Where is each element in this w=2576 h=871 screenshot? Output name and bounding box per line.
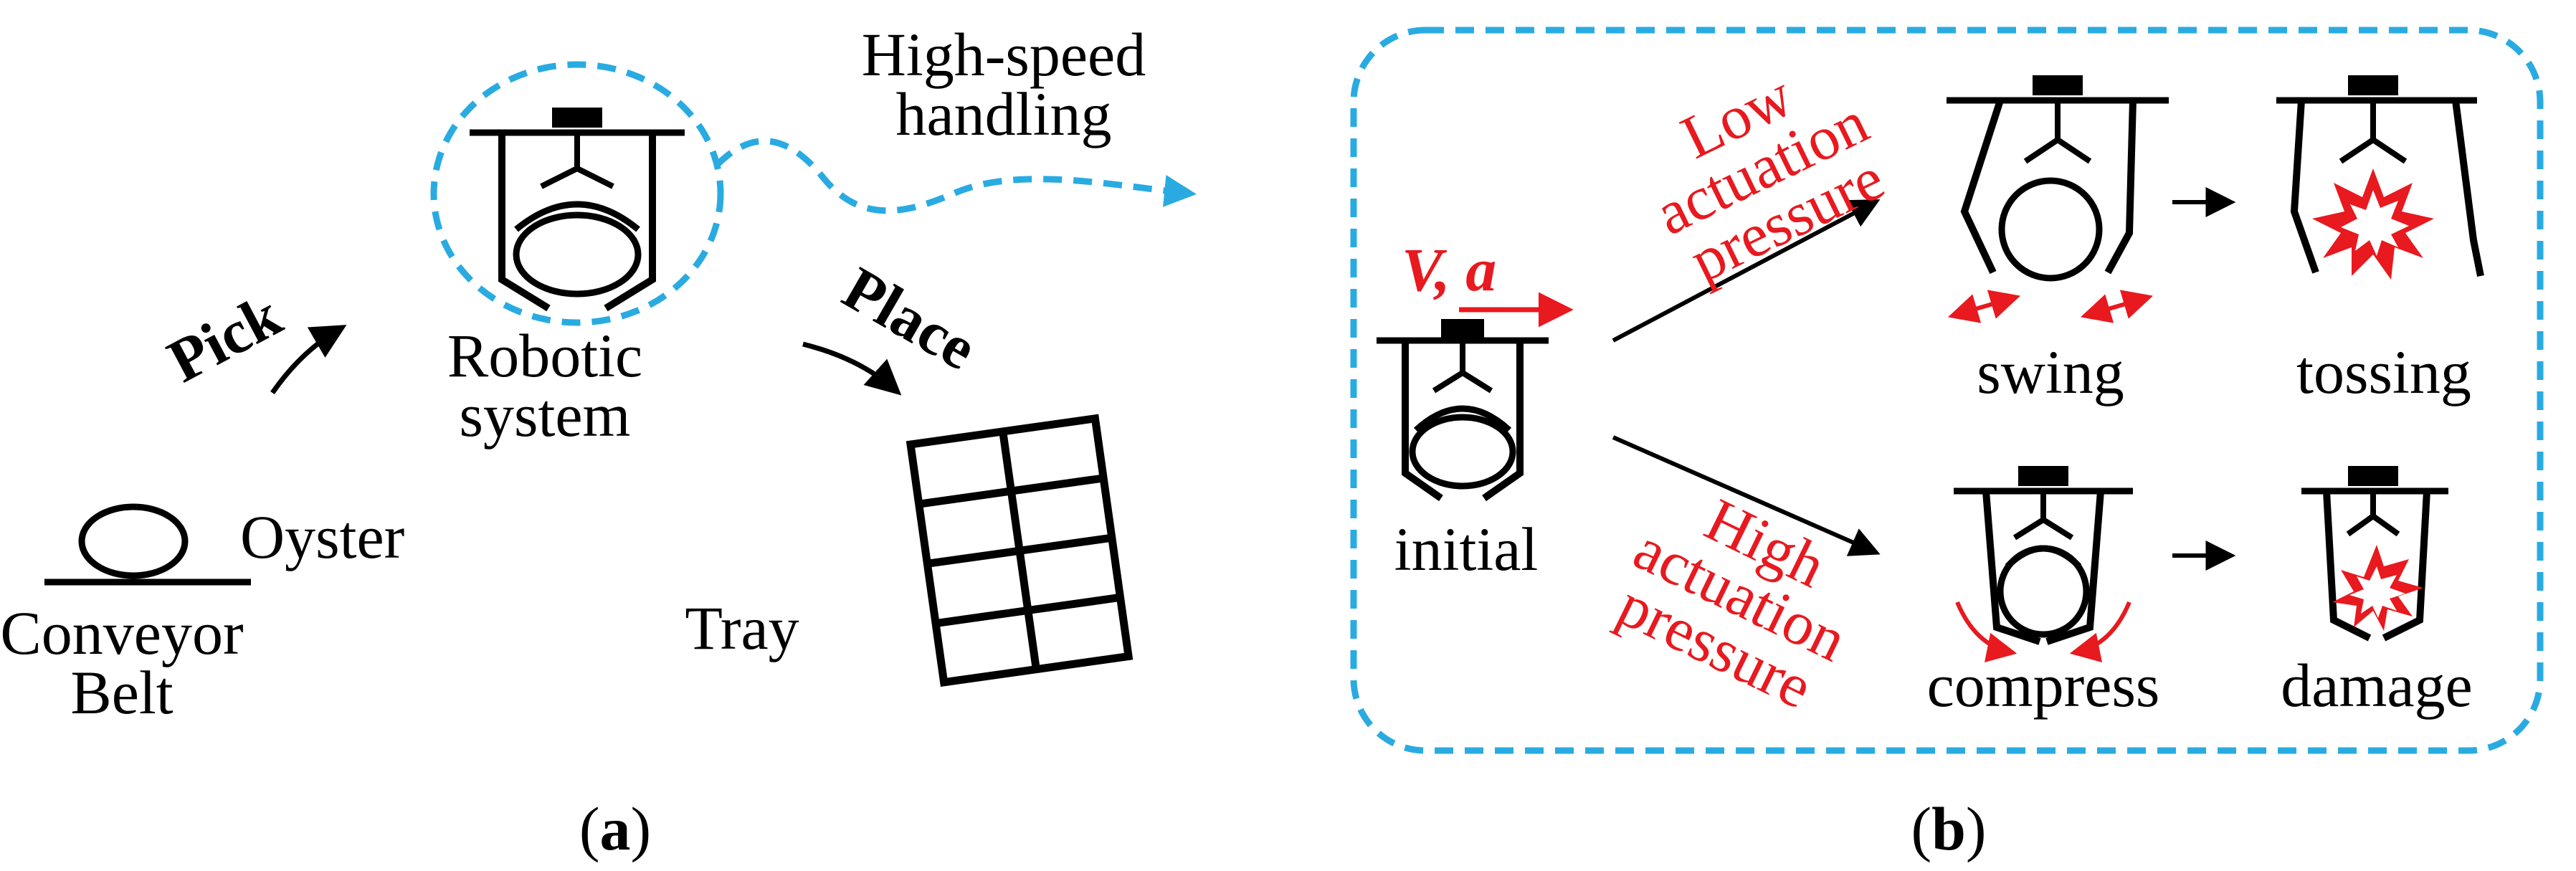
pick-arrow xyxy=(270,325,347,394)
robotic-label-line2: system xyxy=(460,381,631,449)
place-arrow xyxy=(802,341,902,396)
swing-gripper-icon xyxy=(1947,75,2169,323)
initial-gripper-icon xyxy=(1377,319,1549,502)
robotic-system-highlight xyxy=(430,61,724,326)
robotic-label-line1: Robotic xyxy=(447,321,642,390)
damage-gripper-icon xyxy=(2301,466,2448,642)
panel-b: V, a initial Low actuation pressure High… xyxy=(1350,27,2544,863)
robotic-gripper-icon xyxy=(470,108,685,312)
initial-label: initial xyxy=(1394,515,1539,584)
panel-a-caption: (a) xyxy=(579,794,651,863)
tossing-label: tossing xyxy=(2296,338,2471,406)
panel-b-frame xyxy=(1350,27,2544,754)
compress-gripper-icon xyxy=(1954,466,2133,662)
high-speed-label-line2: handling xyxy=(896,80,1112,148)
compress-label: compress xyxy=(1927,651,2160,720)
oyster-label: Oyster xyxy=(240,503,404,571)
tray-label: Tray xyxy=(685,594,799,662)
panel-b-caption: (b) xyxy=(1911,794,1986,863)
high-speed-label-line1: High-speed xyxy=(862,20,1146,89)
conveyor-label-line2: Belt xyxy=(70,658,173,727)
panel-a: Oyster Conveyor Belt Pick Robotic system… xyxy=(0,20,1197,863)
velocity-label: V, a xyxy=(1402,235,1496,304)
conveyor-belt-icon xyxy=(44,503,251,586)
tray-icon xyxy=(906,414,1133,687)
high-speed-path xyxy=(714,138,1197,214)
pick-label: Pick xyxy=(157,280,293,396)
tossing-gripper-icon xyxy=(2276,75,2484,280)
swing-label: swing xyxy=(1977,338,2124,406)
damage-label: damage xyxy=(2281,651,2472,720)
low-branch-arrow xyxy=(1612,199,1881,343)
conveyor-label-line1: Conveyor xyxy=(0,599,243,667)
high-branch-arrow xyxy=(1612,435,1881,556)
